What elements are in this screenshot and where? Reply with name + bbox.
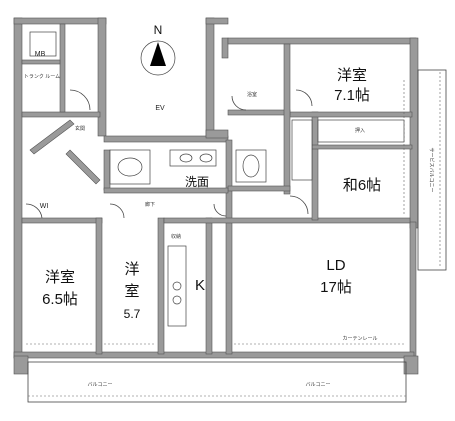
mb-label: MB [35,51,46,58]
trunk-room-label: トランク ルーム [24,74,60,80]
walk-in-closet-label: WI [40,203,49,210]
living-dining-size: 17帖 [320,279,352,296]
western-room-6-name: 洋室 [45,269,75,286]
western-room-6-size: 6.5帖 [42,291,78,308]
kitchen-label: K [195,277,205,294]
curtain-rail-label: カーテンレール [342,336,377,342]
western-room-5-name: 洋 [124,261,139,278]
curtain-rails [26,80,405,345]
balcony-left-label: バルコニー [88,382,113,388]
interior-walls [21,23,413,355]
service-balcony-label: サービスバルコニー [428,148,435,193]
elevator-label: EV [155,105,165,112]
washroom-label: 洗面 [185,175,209,189]
compass-north-label: N [154,23,163,37]
living-dining-name: LD [326,257,345,274]
hall-label: 廊下 [145,201,155,208]
storage-label: 収納 [171,233,181,240]
balcony-right-label: バルコニー [306,382,331,388]
balcony-rails [27,69,447,403]
compass-rose: N [140,23,176,76]
western-room-5-size: 5.7 [124,307,141,321]
bath-label: 浴室 [247,91,257,98]
japanese-room-label: 和6帖 [343,177,381,194]
entrance-label: 玄関 [75,125,85,132]
western-room-5-name-line2: 室 [124,283,139,300]
western-room-7-name: 洋室 [337,67,367,84]
closet-label: 押入 [355,127,365,134]
door-swings [25,89,313,219]
north-arrow-icon [150,42,166,66]
western-room-7-size: 7.1帖 [334,87,370,104]
fixtures [29,31,405,327]
